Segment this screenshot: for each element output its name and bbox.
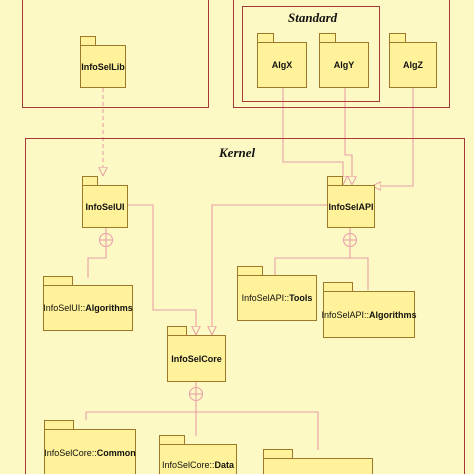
package-infoselapi[interactable]: InfoSelAPI bbox=[327, 176, 375, 228]
package-body: InfoSelCore::Data bbox=[159, 444, 237, 474]
realization-algx-infoselapi bbox=[282, 88, 343, 184]
usage-infoselapi-infoselcore bbox=[212, 204, 328, 334]
package-algy[interactable]: AlgY bbox=[319, 33, 369, 88]
kernel-frame bbox=[25, 138, 465, 474]
package-qualifier: InfoSelAPI:: bbox=[321, 309, 370, 320]
package-infoselapi-tools[interactable]: InfoSelAPI::Tools bbox=[237, 266, 317, 321]
package-label: Algorithms bbox=[369, 309, 417, 320]
package-label: AlgZ bbox=[403, 60, 423, 70]
package-algz[interactable]: AlgZ bbox=[389, 33, 437, 88]
package-qualifier: InfoSelCore:: bbox=[44, 447, 97, 458]
package-body: InfoSelCore bbox=[167, 335, 226, 382]
package-qualifier: InfoSelCore:: bbox=[161, 459, 215, 470]
package-body: InfoSelCore::Common bbox=[44, 429, 136, 474]
package-body: InfoSelAPI::Tools bbox=[237, 275, 317, 321]
containment-line-infoselapi-algorithms bbox=[350, 257, 369, 290]
package-body: InfoSelAPI bbox=[327, 185, 375, 228]
package-bottom-partial[interactable] bbox=[263, 449, 373, 474]
package-body: InfoSelLib bbox=[80, 45, 126, 88]
package-qualifier: InfoSelAPI:: bbox=[241, 293, 290, 303]
usage-infoselui-infoselcore bbox=[125, 204, 196, 334]
standard-inner-frame bbox=[242, 6, 380, 102]
package-label: Tools bbox=[289, 293, 313, 303]
package-label: Data bbox=[214, 459, 235, 470]
containment-line-infoselui-algorithms bbox=[87, 247, 107, 278]
standard-frame-title: Standard bbox=[288, 10, 338, 25]
package-body: AlgY bbox=[319, 42, 369, 88]
package-label: Common bbox=[96, 447, 136, 458]
package-qualifier: InfoSelUI:: bbox=[43, 303, 86, 313]
package-label: InfoSelLib bbox=[81, 61, 125, 72]
package-label: AlgX bbox=[271, 60, 293, 70]
package-infoselcore-common[interactable]: InfoSelCore::Common bbox=[44, 420, 136, 474]
package-infoselcore-data[interactable]: InfoSelCore::Data bbox=[159, 435, 237, 474]
realization-algz-infoselapi bbox=[373, 88, 414, 186]
containment-line-infoselcore-children bbox=[85, 401, 319, 450]
package-label: InfoSelCore bbox=[171, 353, 222, 364]
standard-frame bbox=[233, 0, 450, 108]
package-label: AlgY bbox=[333, 60, 355, 70]
realization-algy-infoselapi bbox=[344, 88, 352, 184]
package-label: InfoSelUI bbox=[85, 201, 125, 212]
package-infoselcore[interactable]: InfoSelCore bbox=[167, 326, 226, 382]
package-label: Algorithms bbox=[85, 303, 133, 313]
containment-line-infoselapi-tools bbox=[274, 247, 351, 276]
package-infoselapi-algorithms[interactable]: InfoSelAPI::Algorithms bbox=[321, 282, 417, 338]
package-body bbox=[263, 458, 373, 474]
package-body: InfoSelUI bbox=[82, 185, 128, 228]
kernel-frame-title: Kernel bbox=[219, 145, 256, 160]
package-infoselui-algorithms[interactable]: InfoSelUI::Algorithms bbox=[43, 276, 133, 331]
package-body: AlgZ bbox=[389, 42, 437, 88]
package-label: InfoSelAPI bbox=[328, 201, 374, 212]
package-algx[interactable]: AlgX bbox=[257, 33, 307, 88]
package-infosellib[interactable]: InfoSelLib bbox=[80, 36, 126, 88]
package-infoselui[interactable]: InfoSelUI bbox=[82, 176, 128, 228]
package-body: InfoSelUI::Algorithms bbox=[43, 285, 133, 331]
package-body: InfoSelAPI::Algorithms bbox=[321, 291, 417, 338]
library-frame bbox=[22, 0, 209, 108]
package-body: AlgX bbox=[257, 42, 307, 88]
